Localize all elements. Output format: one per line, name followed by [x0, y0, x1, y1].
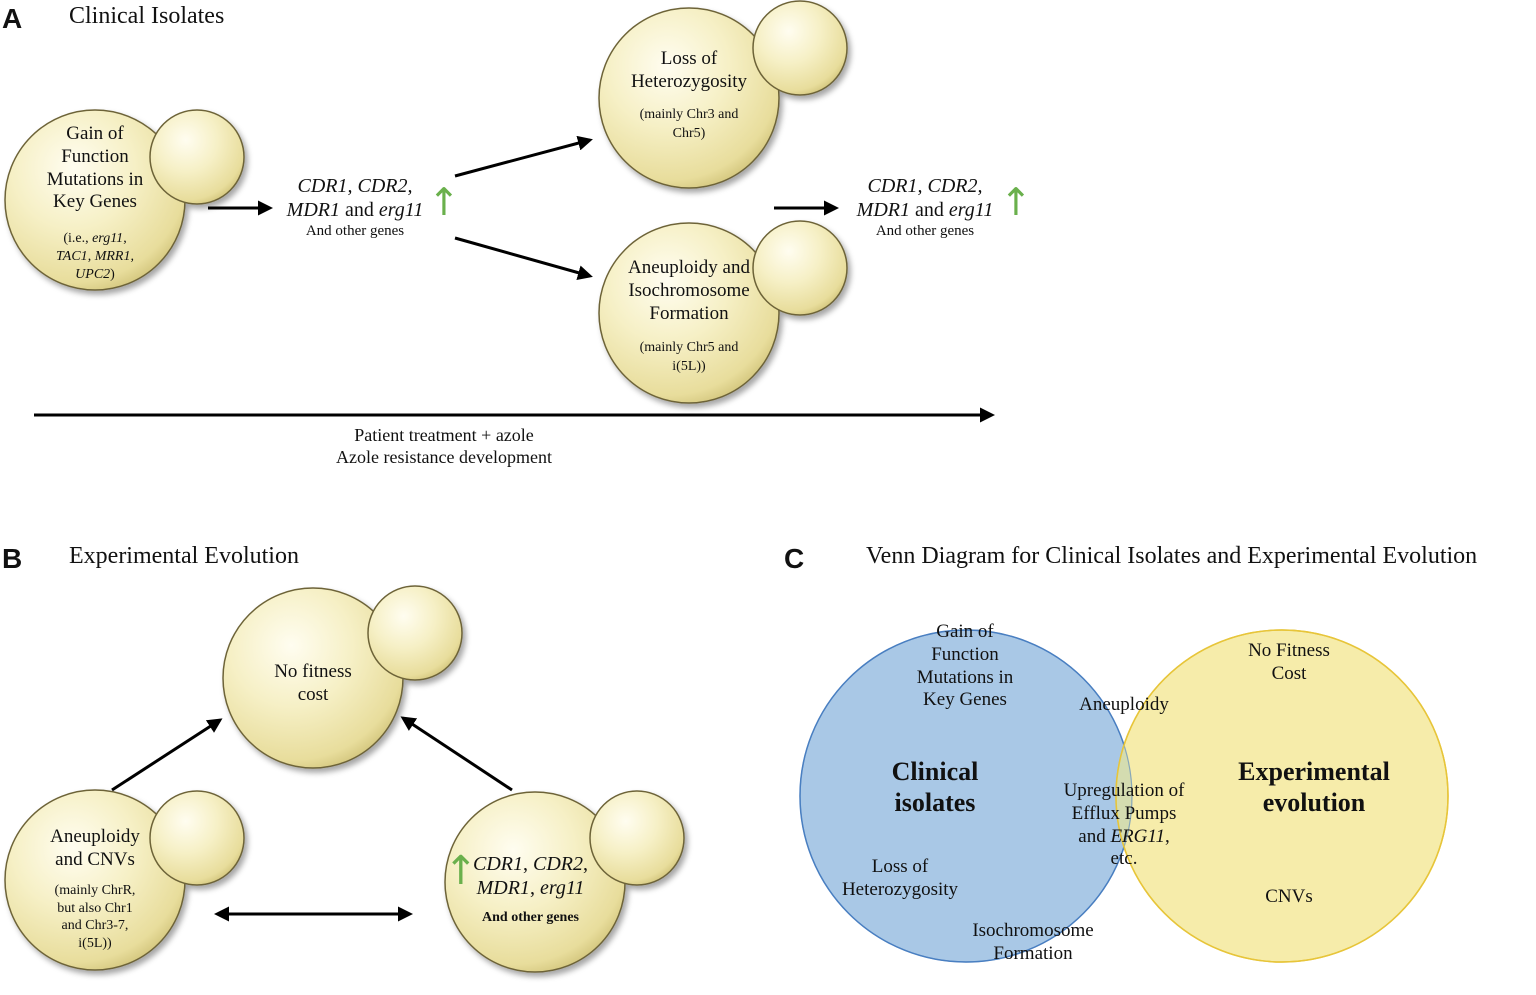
genes-cell-b-label: CDR1, CDR2, MDR1, erg11 [473, 853, 588, 899]
loh-cell-sub: (mainly Chr3 and Chr5) [639, 107, 739, 141]
venn-right-outline [1115, 629, 1449, 963]
aneuploidy-cell-label: Aneuploidy and Isochromosome Formation [628, 257, 750, 324]
arrow-aneuploidy-to-nofit [111, 718, 223, 792]
genes-upregulated-2: CDR1, CDR2, MDR1 and erg11 And other gen… [856, 175, 994, 239]
venn-right-label: Experimental evolution [1238, 757, 1390, 818]
venn-gof: Gain of Function Mutations in Key Genes [916, 621, 1014, 711]
loh-cell-a [598, 0, 848, 189]
genes-upregulated-1: CDR1, CDR2, MDR1 and erg11 And other gen… [286, 175, 424, 239]
arrow-genes-to-aneuploidy [454, 236, 593, 280]
aneuploidy-cell-b [4, 789, 245, 971]
up-arrow-2: ↑ [1000, 180, 1032, 224]
panel-a-title: Clinical Isolates [69, 3, 225, 29]
panel-b-title: Experimental Evolution [69, 543, 299, 569]
up-arrow-1: ↑ [428, 180, 460, 224]
venn-isochromosome: Isochromosome Formation [972, 920, 1094, 964]
venn-left-outline [799, 629, 1133, 963]
venn-left-label: Clinical isolates [891, 757, 979, 818]
no-fitness-cell-b [222, 585, 463, 769]
no-fitness-label: No fitness cost [274, 661, 352, 705]
gof-cell-a [4, 109, 245, 291]
arrow-genes-to-loh [454, 135, 593, 178]
venn-no-fitness: No Fitness Cost [1248, 640, 1330, 684]
panel-c-letter: C [784, 543, 805, 574]
genes-cell-b-sub: And other genes [482, 910, 579, 925]
up-arrow-3: ↑ [444, 848, 478, 894]
panel-a-letter: A [2, 3, 23, 34]
aneuploidy-cell-sub: (mainly Chr5 and i(5L)) [639, 340, 739, 374]
venn-upregulation: Upregulation of Efflux Pumps and ERG11, … [1063, 780, 1185, 870]
venn-loh: Loss of Heterozygosity [841, 856, 959, 900]
gof-cell-genes: (i.e., erg11, TAC1, MRR1, UPC2) [56, 231, 134, 283]
aneuploidy-cell-a [598, 220, 848, 404]
venn-aneuploidy: Aneuploidy [1079, 694, 1169, 715]
arrow-genes-to-nofit [400, 716, 513, 792]
panel-b-letter: B [2, 543, 23, 574]
gof-cell-label: Gain of Function Mutations in Key Genes [46, 123, 144, 213]
aneuploidy-cnv-label: Aneuploidy and CNVs [50, 826, 140, 870]
timeline-label: Patient treatment + azole Azole resistan… [336, 425, 552, 467]
genes-cell-b [444, 790, 685, 973]
loh-cell-label: Loss of Heterozygosity [630, 48, 748, 92]
aneuploidy-cnv-sub: (mainly ChrR, but also Chr1 and Chr3-7, … [54, 883, 136, 951]
venn-cnvs: CNVs [1265, 886, 1313, 907]
panel-c-title: Venn Diagram for Clinical Isolates and E… [866, 543, 1478, 569]
